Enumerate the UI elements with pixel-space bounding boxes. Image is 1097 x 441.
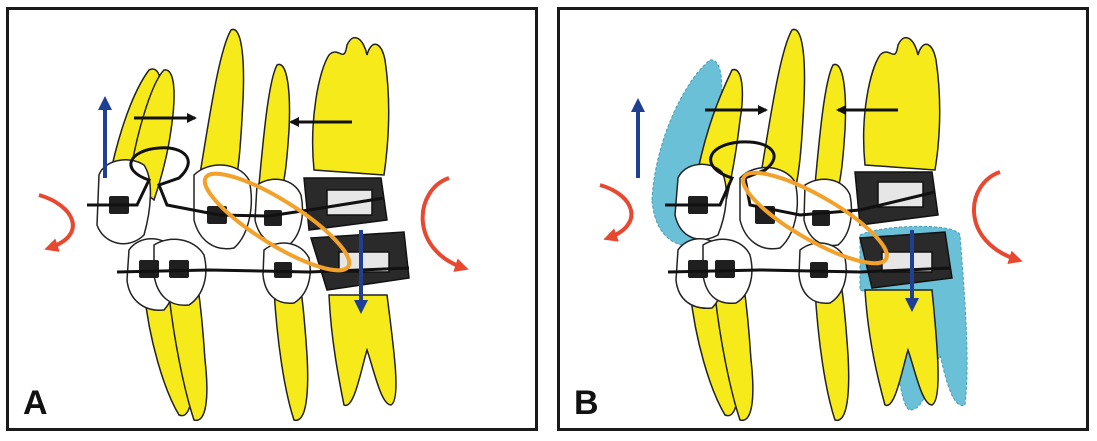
tooth-lower-premolar-1 xyxy=(168,294,208,421)
tooth-lower-premolar-1 xyxy=(714,294,754,421)
contact-area-ellipse xyxy=(202,171,352,273)
tooth-lower-premolar-2 xyxy=(273,289,309,421)
panel-a-illustration xyxy=(38,28,469,421)
lower-teeth xyxy=(689,289,939,421)
upper-archwire-with-loop xyxy=(87,146,385,218)
tooth-upper-premolar-1 xyxy=(198,28,245,191)
rotation-arrow-icon xyxy=(971,170,1023,265)
bracket-lower-premolar-1 xyxy=(715,260,735,278)
molar-bands xyxy=(303,177,410,291)
tooth-crowns xyxy=(674,163,853,309)
contact-area-ellipse xyxy=(741,170,889,266)
panel-label-b: B xyxy=(574,384,599,422)
bracket-lower-canine xyxy=(139,260,159,278)
bracket-lower-canine xyxy=(688,260,708,278)
archwires xyxy=(665,140,951,274)
rotation-arrow-icon xyxy=(420,176,469,272)
tooth-lower-premolar-2 xyxy=(814,289,850,421)
rotation-arrow-icon xyxy=(38,193,75,252)
tooth-upper-molar xyxy=(862,36,941,171)
bracket-upper-premolar-2 xyxy=(264,210,282,226)
panel-b-illustration xyxy=(599,28,1023,421)
upper-archwire-with-loop xyxy=(665,140,936,217)
tooth-lower-molar xyxy=(864,289,939,406)
tooth-upper-premolar-1 xyxy=(759,28,806,191)
panel-a: A xyxy=(6,7,538,431)
bracket-lower-premolar-1 xyxy=(169,260,189,278)
tooth-upper-premolar-2 xyxy=(258,63,291,193)
lower-teeth xyxy=(143,289,397,421)
lower-archwire xyxy=(667,266,951,274)
lower-molar-tube xyxy=(338,251,390,273)
panel-b: B xyxy=(557,7,1089,431)
tooth-upper-molar xyxy=(311,36,390,176)
tooth-upper-premolar-2 xyxy=(814,63,847,193)
panel-label-a: A xyxy=(23,384,48,422)
tooth-lower-molar xyxy=(328,294,397,406)
rotation-arrow-icon xyxy=(599,183,634,242)
upper-teeth xyxy=(694,28,941,207)
